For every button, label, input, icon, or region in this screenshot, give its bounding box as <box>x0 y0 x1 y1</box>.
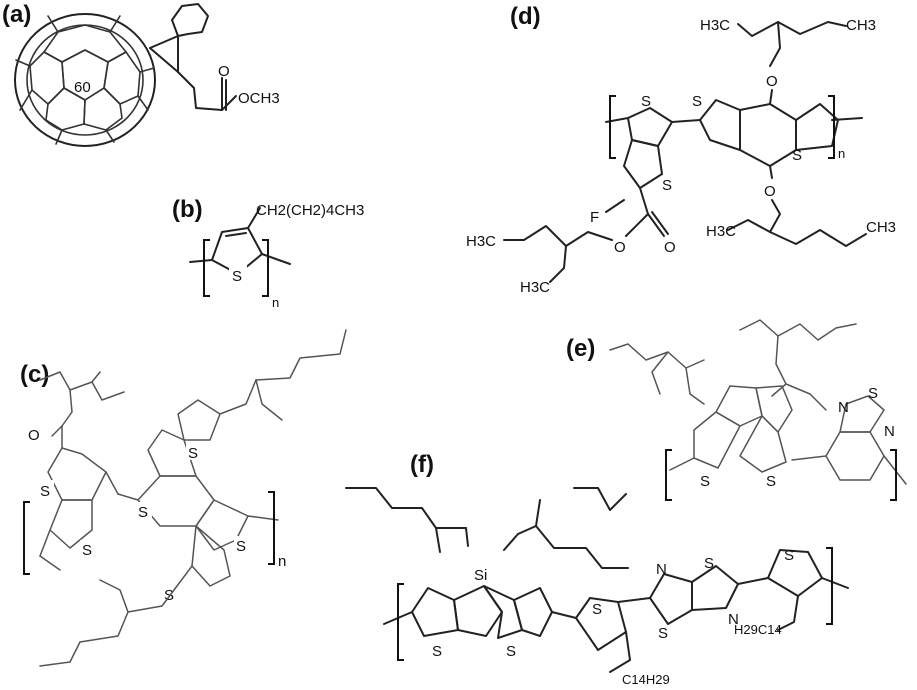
d-s1: S <box>692 93 702 110</box>
c-s1: S <box>40 483 50 500</box>
panel-b: (b) S CH2(CH2)4CH3 n <box>172 196 364 310</box>
c-s3: S <box>138 504 148 521</box>
hexyl-side-chain: CH2(CH2)4CH3 <box>256 202 364 219</box>
f-s2: S <box>506 643 516 660</box>
d-h3c-bottom-chain: H3C <box>706 223 736 240</box>
e-s1: S <box>700 473 710 490</box>
d-repeat-n: n <box>838 146 845 161</box>
c60-label: 60 <box>74 79 91 96</box>
panel-a-label: (a) <box>2 1 31 28</box>
e-n1: N <box>838 399 849 416</box>
ester-och3: OCH3 <box>238 90 280 107</box>
panel-f-label: (f) <box>410 451 434 478</box>
e-s2: S <box>766 473 776 490</box>
f-s5: S <box>658 625 668 642</box>
p3ht-repeat-n: n <box>272 295 279 310</box>
p3ht-sulfur: S <box>232 268 242 285</box>
d-ch3-top: CH3 <box>846 17 876 34</box>
c-repeat-n: n <box>278 553 286 570</box>
d-h3c-top: H3C <box>700 17 730 34</box>
e-n2: N <box>884 423 895 440</box>
d-ch3-bottom: CH3 <box>866 219 896 236</box>
f-s1: S <box>432 643 442 660</box>
f-s3: S <box>592 601 602 618</box>
d-h3c-left2: H3C <box>520 279 550 296</box>
f-s6: S <box>784 547 794 564</box>
d-s4: S <box>662 177 672 194</box>
panel-d: (d) H3C CH3 O S S n S S F O O H3C H3C O <box>466 3 896 296</box>
f-h29c14: H29C14 <box>734 622 782 637</box>
d-s2: S <box>792 147 802 164</box>
panel-b-label: (b) <box>172 196 203 223</box>
d-o-ester-carbonyl: O <box>664 239 676 256</box>
panel-d-label: (d) <box>510 3 541 30</box>
panel-c-label: (c) <box>20 361 49 388</box>
c-carbonyl-o: O <box>28 427 40 444</box>
panel-c: (c) O S S S S n S S <box>20 329 347 667</box>
f-s4: S <box>704 555 714 572</box>
panel-a: (a) 60 O OCH3 <box>2 1 280 147</box>
f-c14h29-a: C14H29 <box>622 672 670 687</box>
f-n1: N <box>656 561 667 578</box>
c-s5: S <box>188 445 198 462</box>
c60-fullerene: 60 <box>14 13 156 147</box>
butyric-ester-arm: O OCH3 <box>149 3 280 111</box>
f-n2: N <box>728 611 739 628</box>
panel-e: (e) S S N S N <box>566 319 907 501</box>
panel-f: (f) Si S S S C14H29 N S S N S H29C14 <box>345 451 849 687</box>
c-s2: S <box>82 542 92 559</box>
d-h3c-left: H3C <box>466 233 496 250</box>
d-s3: S <box>641 93 651 110</box>
carbonyl-o: O <box>218 63 230 80</box>
d-o-ester-link: O <box>614 239 626 256</box>
e-s-thiadiazole: S <box>868 385 878 402</box>
f-si: Si <box>474 567 487 584</box>
d-fluorine: F <box>590 209 599 226</box>
panel-e-label: (e) <box>566 335 595 362</box>
d-o-top: O <box>766 73 778 90</box>
d-o-bottom: O <box>764 183 776 200</box>
c-s4: S <box>236 538 246 555</box>
